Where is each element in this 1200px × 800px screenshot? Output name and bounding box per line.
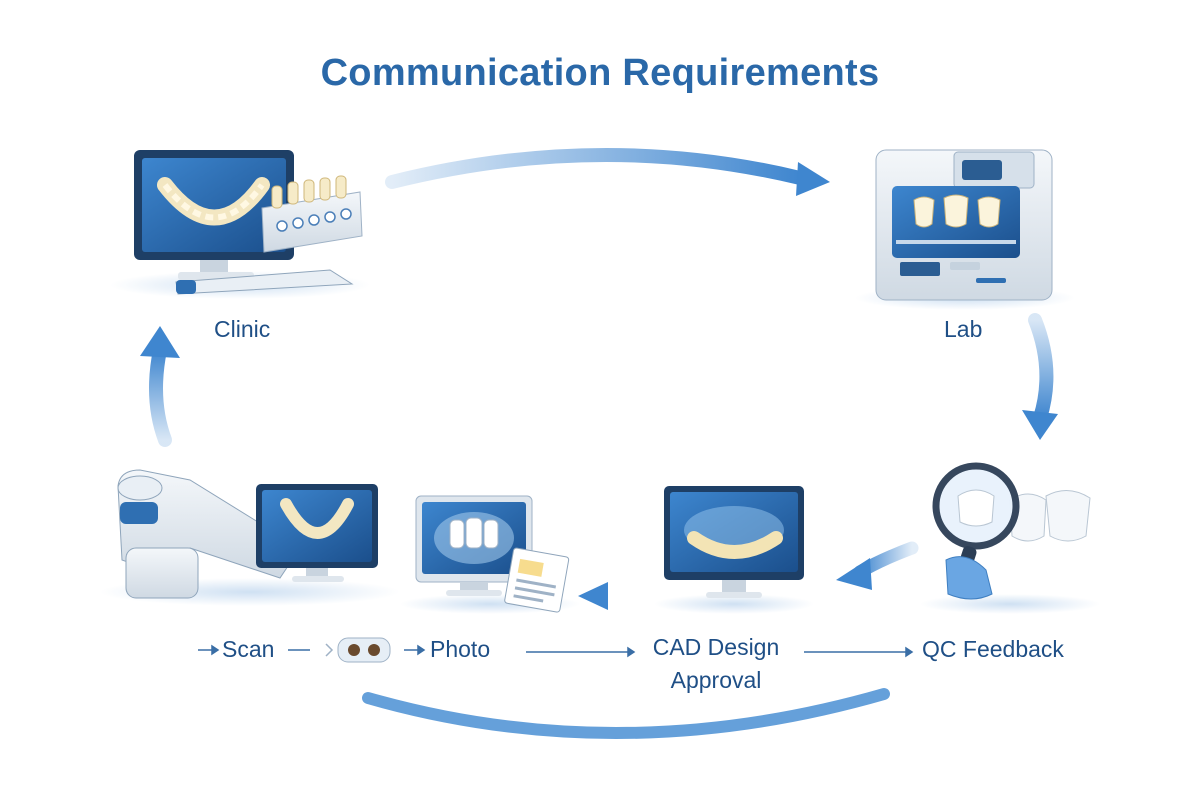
cad-design-line2: Approval [670, 667, 762, 693]
scan-label: Scan [222, 636, 275, 662]
arrow-up-to-clinic [140, 326, 180, 447]
photo-illustration [400, 495, 580, 614]
cad-design-label: CAD Design Approval [636, 634, 796, 694]
clinic-illustration [110, 150, 370, 299]
arrow-bottom-arc [362, 688, 890, 739]
lab-label: Lab [944, 316, 983, 342]
photo-label: Photo [430, 636, 491, 662]
workflow-connectors [198, 644, 914, 658]
page-title: Communication Requirements [320, 52, 880, 94]
bridge-icon [325, 637, 391, 663]
cad-design-line1: CAD Design [652, 634, 780, 660]
qc-feedback-label: QC Feedback [922, 636, 1064, 662]
arrow-lab-down [1022, 313, 1058, 440]
scan-illustration [100, 469, 400, 606]
arrow-clinic-to-lab [385, 147, 830, 196]
arrow-cad-to-photo [578, 582, 647, 610]
cad-illustration [654, 486, 814, 614]
clinic-label: Clinic [214, 316, 271, 342]
arrow-qc-to-cad [836, 541, 919, 590]
lab-illustration [855, 149, 1075, 310]
qc-illustration [920, 462, 1100, 614]
